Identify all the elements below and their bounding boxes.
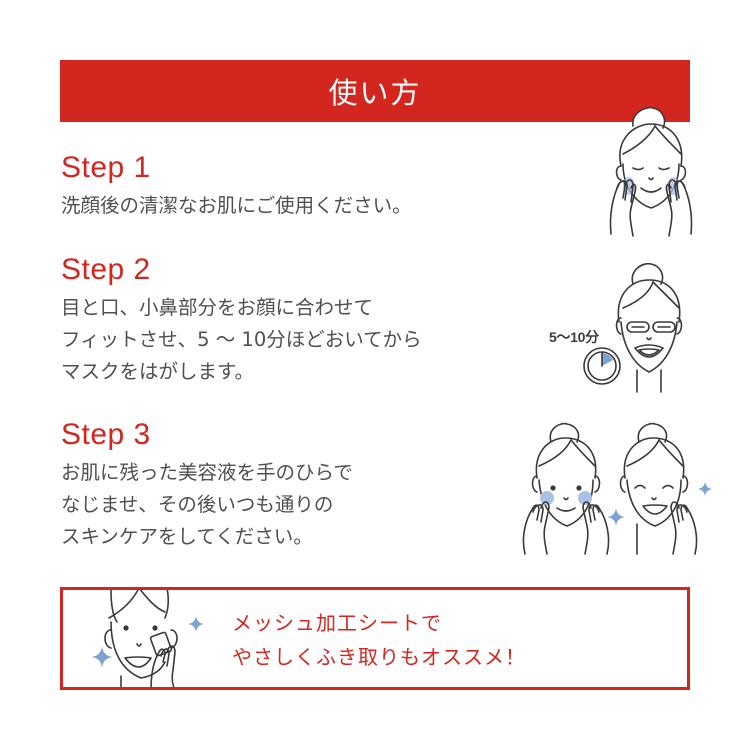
step-1-description: 洗顔後の清潔なお肌にご使用ください。: [61, 190, 412, 222]
step-2-line-1: 目と口、小鼻部分をお顔に合わせて: [61, 296, 374, 319]
step-3-description: お肌に残った美容液を手のひらで なじませ、その後いつも通りの スキンケアをしてく…: [61, 457, 353, 553]
step-2: Step 2 目と口、小鼻部分をお顔に合わせて フィットさせ、5 〜 10分ほど…: [61, 252, 422, 388]
page-header: 使い方: [60, 60, 690, 122]
face-sparkle-icon: [605, 420, 715, 556]
step-1-title: Step 1: [61, 151, 151, 184]
face-pat-icon: [515, 420, 615, 556]
face-washing-icon: [605, 104, 695, 240]
step-3-line-3: スキンケアをしてください。: [61, 525, 313, 548]
tip-box: メッシュ加工シートで やさしくふき取りもオススメ！: [60, 587, 690, 690]
tip-line-2: やさしくふき取りもオススメ！: [232, 645, 526, 669]
tip-line-1: メッシュ加工シートで: [232, 611, 442, 635]
step-2-line-3: マスクをはがします。: [61, 360, 255, 383]
timer-label: 5〜10分: [549, 329, 599, 345]
step-3-line-1: お肌に残った美容液を手のひらで: [61, 461, 353, 484]
face-wipe-sparkle-icon: [81, 590, 221, 687]
step-3: Step 3 お肌に残った美容液を手のひらで なじませ、その後いつも通りの スキ…: [61, 417, 353, 553]
step-1: Step 1 洗顔後の清潔なお肌にご使用ください。: [61, 150, 412, 222]
step-2-description: 目と口、小鼻部分をお顔に合わせて フィットさせ、5 〜 10分ほどおいてから マ…: [61, 292, 422, 388]
step-2-line-2: フィットさせ、5 〜 10分ほどおいてから: [61, 328, 422, 351]
page-title: 使い方: [328, 76, 422, 110]
step-2-title: Step 2: [61, 253, 151, 286]
step-3-line-2: なじませ、その後いつも通りの: [61, 493, 334, 516]
stopwatch-icon: [583, 347, 621, 385]
tip-text: メッシュ加工シートで やさしくふき取りもオススメ！: [232, 606, 526, 674]
step-3-title: Step 3: [61, 418, 151, 451]
face-mask-icon: [545, 262, 695, 395]
step-1-line-1: 洗顔後の清潔なお肌にご使用ください。: [61, 194, 412, 217]
